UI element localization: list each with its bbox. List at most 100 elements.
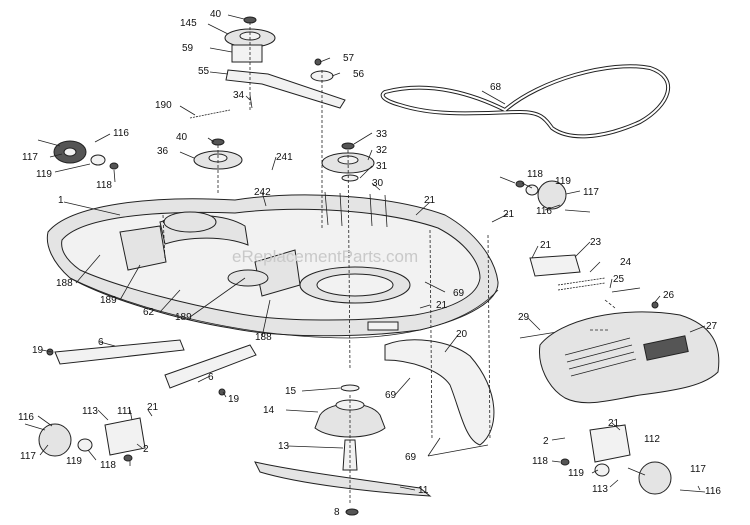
rod-25 <box>611 287 641 293</box>
watermark: eReplacementParts.com <box>232 247 418 266</box>
callout-21-b: 21 <box>503 209 515 220</box>
callout-40-top: 40 <box>210 9 222 20</box>
nut-15 <box>340 384 360 392</box>
bolts-30 <box>324 191 388 228</box>
bolt-116-left-upper <box>37 139 61 147</box>
deck-pulley-left <box>163 211 217 233</box>
link-6-upper <box>54 339 185 365</box>
callout-69-a: 69 <box>453 288 465 299</box>
callout-6-a: 6 <box>98 337 104 348</box>
callout-118-left-upper: 118 <box>96 180 112 191</box>
callout-21-e: 21 <box>147 402 159 413</box>
callout-24: 24 <box>620 257 632 268</box>
callout-56: 56 <box>353 69 365 80</box>
nut-118-right-lower <box>560 458 570 466</box>
callout-59: 59 <box>182 43 194 54</box>
callout-118-right-lower: 118 <box>532 456 548 467</box>
bolt-116-right-lower <box>679 489 706 493</box>
drive-belt-68 <box>380 64 671 139</box>
spring-24 <box>557 277 606 291</box>
callout-14: 14 <box>263 405 275 416</box>
baffle-20 <box>384 339 495 446</box>
gauge-wheel-117-left-lower <box>38 423 72 457</box>
nut-26 <box>651 301 659 309</box>
callout-25: 25 <box>613 274 625 285</box>
callout-188-left: 188 <box>56 278 73 289</box>
link-6-lower <box>164 344 257 389</box>
nut-33 <box>341 142 355 150</box>
callout-55: 55 <box>198 66 210 77</box>
callout-36: 36 <box>157 146 169 157</box>
washer-31 <box>341 174 359 182</box>
assembly-lines <box>162 22 616 505</box>
callout-119-right-lower: 119 <box>568 468 584 479</box>
callout-21-c: 21 <box>540 240 552 251</box>
belt-cover-27-plate <box>643 335 689 361</box>
callout-116-left-lower: 116 <box>18 412 34 423</box>
callout-145: 145 <box>180 18 197 29</box>
belt-cover-27 <box>539 311 720 404</box>
callout-111: 111 <box>117 406 133 417</box>
callout-8: 8 <box>334 507 340 518</box>
spacer-119-right-lower <box>594 463 610 477</box>
callout-19-b: 19 <box>228 394 240 405</box>
callout-23: 23 <box>590 237 602 248</box>
callout-30: 30 <box>372 178 384 189</box>
bracket-112-right <box>589 424 631 463</box>
bolt-116-left-lower <box>24 423 46 431</box>
deck-cutout <box>367 321 399 331</box>
callout-113-left: 113 <box>82 406 98 417</box>
callout-26: 26 <box>663 290 675 301</box>
callout-40-mid: 40 <box>176 132 188 143</box>
callout-34: 34 <box>233 90 245 101</box>
callout-1: 1 <box>58 195 64 206</box>
bracket-59 <box>231 44 263 63</box>
callout-69-c: 69 <box>405 452 417 463</box>
deck-front-skirt <box>69 277 499 339</box>
callout-188-mid: 188 <box>255 332 272 343</box>
callout-113-right: 113 <box>592 484 608 495</box>
callout-32: 32 <box>376 145 388 156</box>
callout-6-b: 6 <box>208 372 214 383</box>
nut-118-right-upper <box>515 180 525 188</box>
callout-116-right-lower: 116 <box>705 486 721 497</box>
callout-68: 68 <box>490 82 502 93</box>
gauge-wheel-117-left-upper-hub <box>63 147 77 157</box>
callout-21-d: 21 <box>436 300 448 311</box>
idler-arm-55 <box>225 69 346 109</box>
callout-15: 15 <box>285 386 297 397</box>
callout-118-right-upper: 118 <box>527 169 543 180</box>
nut-118-left-upper <box>109 162 119 170</box>
callout-118-left-lower: 118 <box>100 460 116 471</box>
callout-116-right-upper: 116 <box>536 206 552 217</box>
callout-13: 13 <box>278 441 290 452</box>
callout-117-right-upper: 117 <box>583 187 599 198</box>
callout-19-a: 19 <box>32 345 44 356</box>
callout-31: 31 <box>376 161 388 172</box>
deck-pulley-mid <box>227 269 269 287</box>
bracket-23 <box>529 254 581 277</box>
callout-33: 33 <box>376 129 388 140</box>
gauge-wheel-117-right-upper <box>537 180 567 210</box>
blade-11 <box>254 461 432 497</box>
spacer-119-left-lower <box>77 438 93 452</box>
callout-27: 27 <box>706 321 718 332</box>
callout-112: 112 <box>644 434 660 445</box>
callout-242: 242 <box>254 187 271 198</box>
callout-21-f: 21 <box>608 418 620 429</box>
callout-117-left-lower: 117 <box>20 451 36 462</box>
callout-57: 57 <box>343 53 355 64</box>
callout-116-left-upper: 116 <box>113 128 129 139</box>
gauge-wheel-117-right-lower <box>638 461 672 495</box>
bolt-34 <box>249 94 253 109</box>
spacer-119-left-upper <box>90 154 106 166</box>
leader-lines <box>37 14 706 513</box>
callout-241: 241 <box>276 152 293 163</box>
callout-2-right: 2 <box>543 436 549 447</box>
drive-belt-68-inner <box>381 65 670 138</box>
callout-119-right-upper: 119 <box>555 176 571 187</box>
callout-117-right-lower: 117 <box>690 464 706 475</box>
callout-69-b: 69 <box>385 390 397 401</box>
